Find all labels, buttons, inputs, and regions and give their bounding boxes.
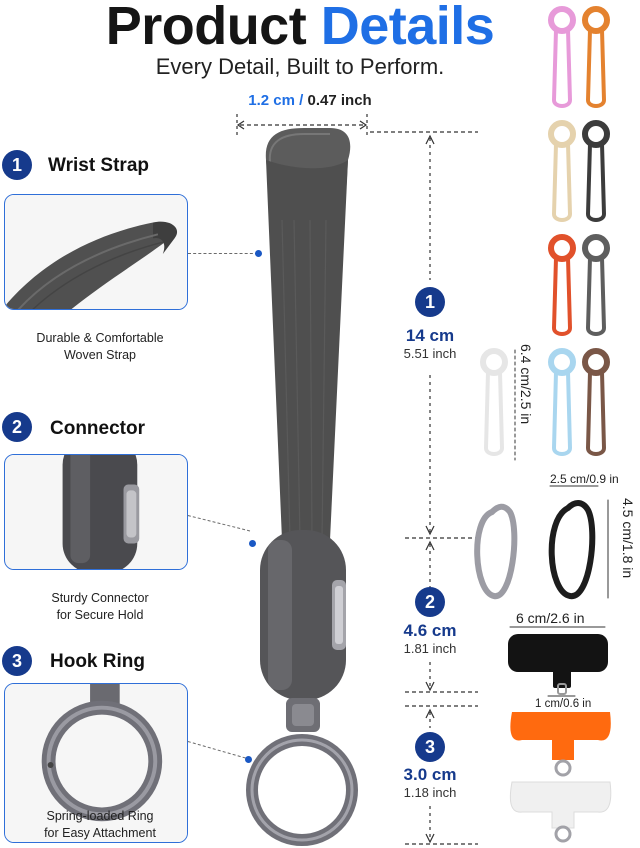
tether-length-label: 6.4 cm/2.5 in <box>518 344 534 425</box>
section-3-title: Hook Ring <box>50 651 145 672</box>
carabiner-height-label: 4.5 cm/1.8 in <box>620 498 636 579</box>
strap-leader-dot <box>255 250 262 257</box>
strap-width-metric: 1.2 cm / <box>248 92 304 109</box>
section-1-caption-line1: Durable & Comfortable <box>36 331 164 345</box>
section-2-caption-line1: Sturdy Connector <box>51 591 149 605</box>
connector-dimension-badge: 2 <box>415 587 445 617</box>
connector-length-metric: 4.6 cm <box>403 621 457 640</box>
page-title: Product Details <box>0 0 600 53</box>
ring-dimension-badge: 3 <box>415 732 445 762</box>
title-word-product: Product <box>105 0 307 56</box>
section-3-badge: 3 <box>2 646 32 676</box>
subtitle: Every Detail, Built to Perform. <box>155 54 445 79</box>
connector-length-label: 4.6 cm 1.81 inch <box>380 621 480 656</box>
wrist-lanyard-product-image <box>246 128 358 846</box>
connector-closeup-image <box>4 454 188 570</box>
ring-leader-dot <box>245 756 252 763</box>
strap-leader-line <box>188 253 258 254</box>
ring-length-imperial: 1.18 inch <box>403 785 457 800</box>
section-2-title: Connector <box>50 418 145 439</box>
patch-width-label: 6 cm/2.6 in <box>516 610 585 626</box>
strap-length-imperial: 5.51 inch <box>403 346 457 361</box>
section-2-caption-line2: for Secure Hold <box>56 608 144 622</box>
connector-leader-dot <box>249 540 256 547</box>
strap-length-label: 14 cm 5.51 inch <box>380 326 480 361</box>
section-3-caption: Spring-loaded Ring for Easy Attachment <box>0 808 200 842</box>
wrist-strap-closeup-image <box>4 194 188 310</box>
section-2-caption: Sturdy Connector for Secure Hold <box>0 590 200 624</box>
section-1-caption-line2: Woven Strap <box>63 348 137 362</box>
strap-length-metric: 14 cm <box>405 326 455 345</box>
section-1-badge: 1 <box>2 150 32 180</box>
ring-length-metric: 3.0 cm <box>403 765 457 784</box>
section-3-caption-line1: Spring-loaded Ring <box>46 809 154 823</box>
section-1-title: Wrist Strap <box>48 155 150 176</box>
connector-length-imperial: 1.81 inch <box>403 641 457 656</box>
section-3-caption-line2: for Easy Attachment <box>44 826 156 840</box>
carabiner-width-label: 2.5 cm/0.9 in <box>550 472 619 486</box>
ring-length-label: 3.0 cm 1.18 inch <box>380 765 480 800</box>
title-word-details: Details <box>320 0 495 56</box>
strap-dimension-badge: 1 <box>415 287 445 317</box>
section-1-caption: Durable & Comfortable Woven Strap <box>0 330 200 364</box>
hook-ring-closeup-image <box>4 683 188 843</box>
strap-width-label: 1.2 cm / 0.47 inch <box>230 92 390 109</box>
patch-tab-label: 1 cm/0.6 in <box>535 698 592 710</box>
strap-width-imperial: 0.47 inch <box>303 92 372 109</box>
section-2-badge: 2 <box>2 412 32 442</box>
